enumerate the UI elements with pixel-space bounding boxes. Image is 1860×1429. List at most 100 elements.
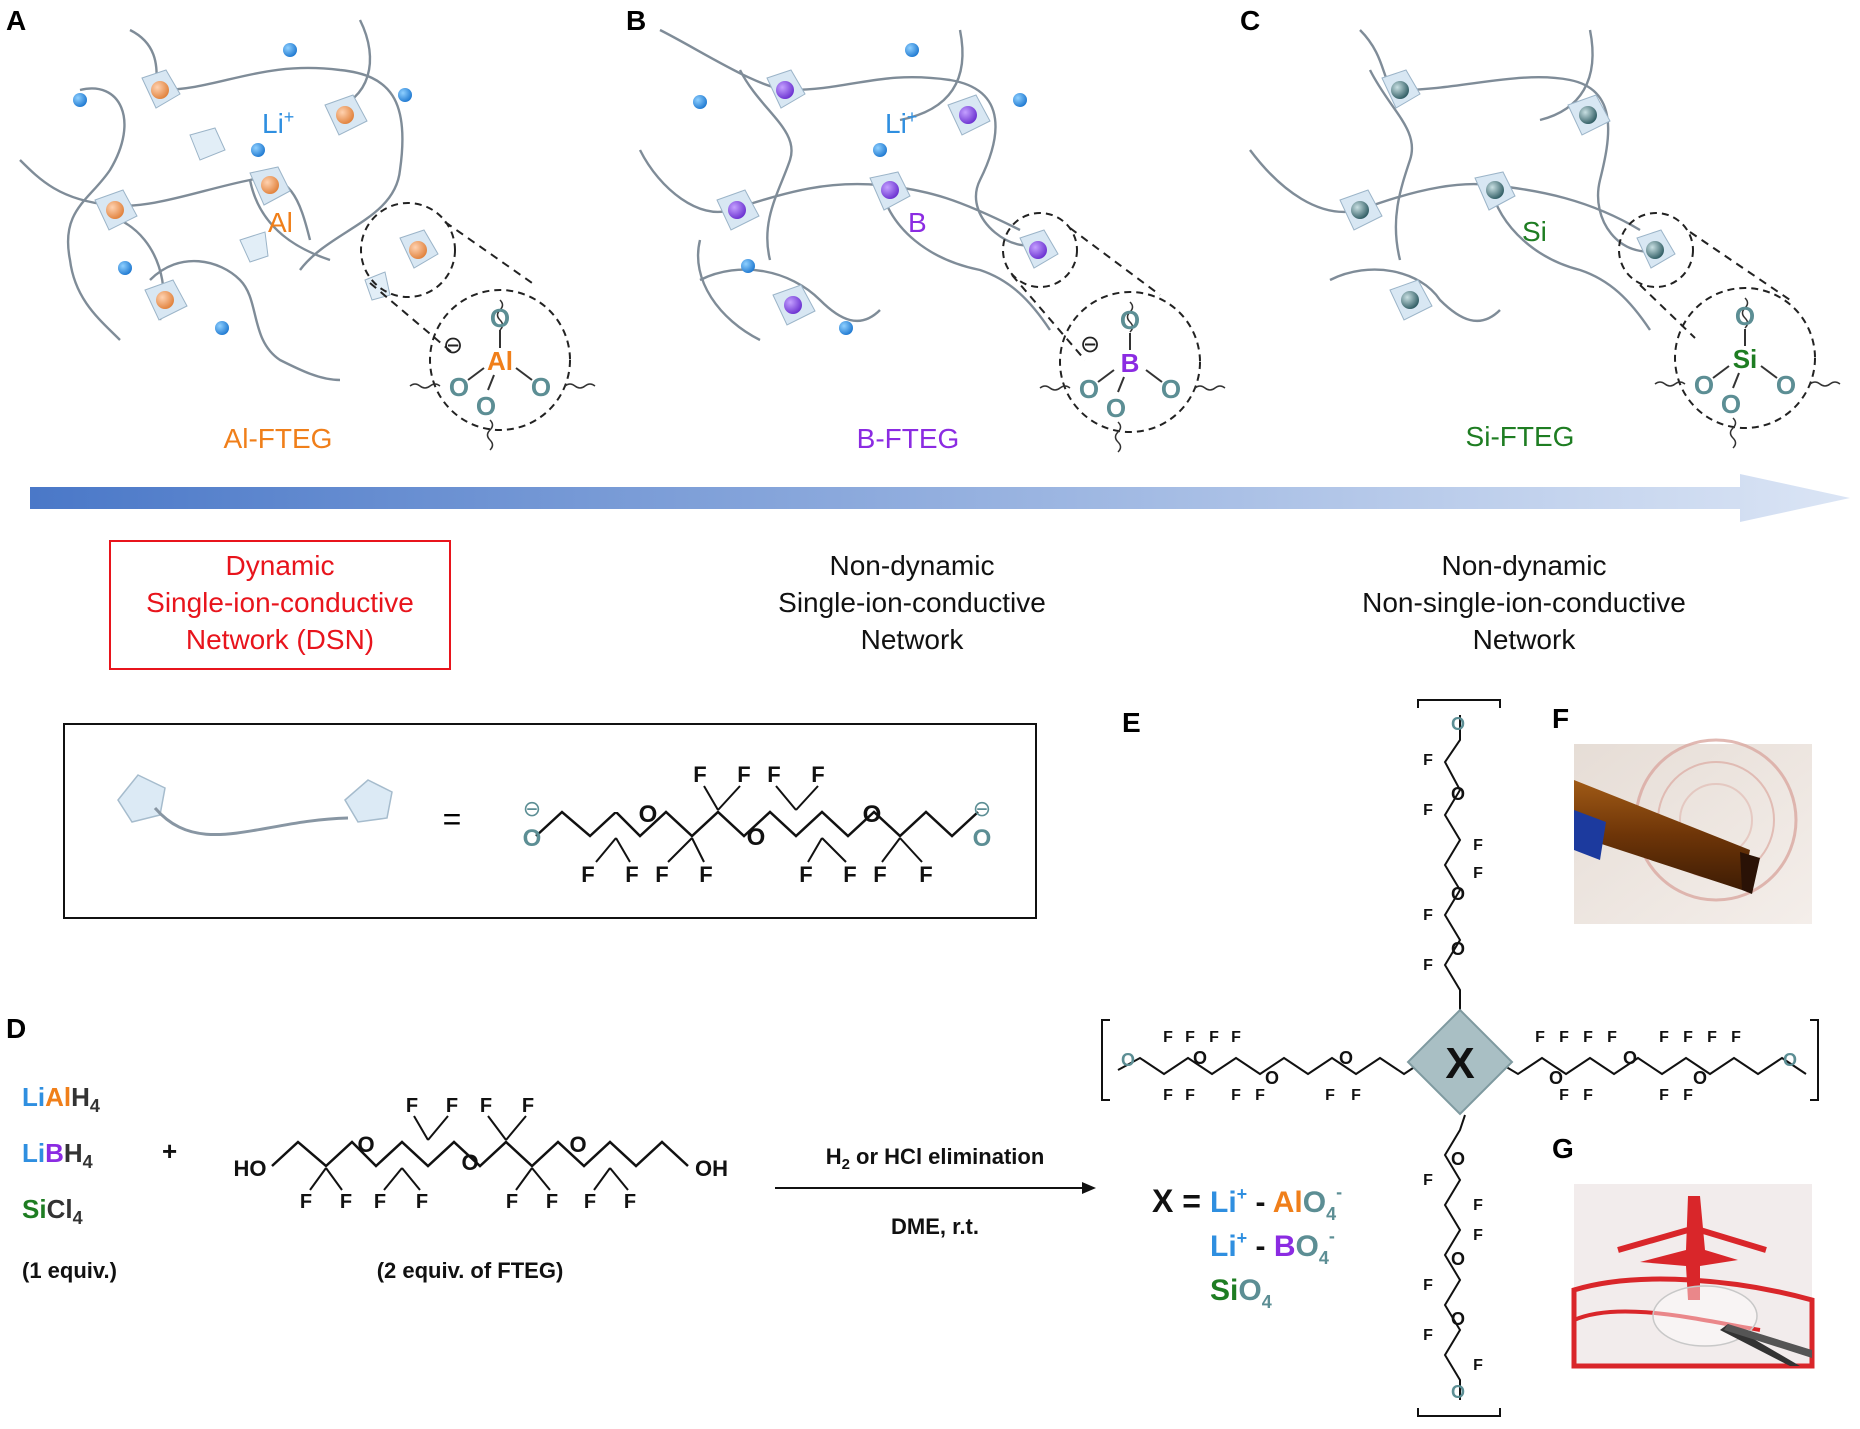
svg-text:O: O [1079,374,1099,404]
definition-lialo4: Li+ - AlO4- [1210,1182,1342,1224]
definition-sio4: SiO4 [1210,1274,1272,1312]
svg-text:F: F [1473,837,1483,854]
metal-nodes [1339,69,1676,321]
svg-text:O: O [1451,1382,1465,1402]
svg-text:Non-dynamic: Non-dynamic [830,550,995,581]
plus-sign: + [162,1136,177,1166]
svg-text:F: F [1209,1029,1219,1046]
polymer-chains [19,19,404,382]
svg-text:F: F [1423,802,1433,819]
zoom-line [1011,274,1086,361]
svg-text:F: F [1535,1029,1545,1046]
si-node [1636,229,1676,269]
svg-text:Single-ion-conductive: Single-ion-conductive [146,587,414,618]
reagent-list: LiAlH4 LiBH4 SiCl4 [22,1082,100,1228]
al-node [144,279,188,321]
svg-text:F: F [873,862,886,887]
svg-text:Network (DSN): Network (DSN) [186,624,374,655]
li-ion-label: Li+ [885,107,917,139]
svg-text:O: O [461,1150,478,1175]
reaction-arrowhead [1082,1182,1096,1194]
network-name: B-FTEG [857,423,960,454]
svg-text:O: O [1121,1050,1135,1070]
svg-text:F: F [1423,957,1433,974]
panel-label-e: E [1122,707,1141,738]
svg-text:Non-single-ion-conductive: Non-single-ion-conductive [1362,587,1686,618]
reagent-libh4: LiBH4 [22,1138,93,1172]
reagent-equiv: (1 equiv.) [22,1258,117,1283]
si-node [1381,69,1421,109]
negative-charge-icon: ⊖ [523,796,541,821]
zoom-circle-large [1674,287,1816,429]
network-name: Al-FTEG [224,423,333,454]
svg-text:F: F [374,1191,386,1213]
svg-text:Network: Network [861,624,965,655]
li-ion-label: Li+ [262,107,294,139]
element-label: B [908,207,927,238]
zoom-line [1689,231,1791,301]
svg-text:O: O [490,303,510,333]
panel-label-d: D [6,1013,26,1044]
svg-text:O: O [1693,1068,1707,1088]
svg-text:F: F [522,1095,534,1117]
svg-text:F: F [1231,1087,1241,1104]
svg-text:F: F [340,1191,352,1213]
panel-label-f: F [1552,703,1569,734]
zoom-circle-small [360,202,456,298]
al-node [324,94,368,136]
svg-text:O: O [569,1132,586,1157]
svg-text:O: O [1721,389,1741,419]
svg-text:F: F [1559,1087,1569,1104]
svg-text:O: O [1776,370,1796,400]
svg-text:F: F [1473,1357,1483,1374]
network-b: Li+ B O O O O B ⊖ B-FTEG [638,28,1226,454]
reagent-lialh4: LiAlH4 [22,1082,100,1116]
conditions-top: H2 or HCl elimination [826,1144,1045,1173]
equals-sign: = [443,801,462,837]
description-a: Dynamic Single-ion-conductive Network (D… [146,550,414,655]
svg-text:F: F [1185,1029,1195,1046]
svg-text:F: F [1325,1087,1335,1104]
svg-text:F: F [799,862,812,887]
svg-text:F: F [1559,1029,1569,1046]
svg-text:O: O [1623,1048,1637,1068]
svg-text:Dynamic: Dynamic [226,550,335,581]
svg-text:O: O [973,825,992,852]
svg-text:O: O [1451,939,1465,959]
dsn-highlight-box [109,540,451,670]
svg-text:F: F [655,862,668,887]
svg-text:F: F [1473,865,1483,882]
element-label: Al [268,207,293,238]
svg-text:F: F [1423,907,1433,924]
negative-charge-icon: ⊖ [1080,331,1100,358]
svg-text:O: O [531,372,551,402]
metal-nodes [94,69,439,321]
svg-text:F: F [767,762,780,787]
panel-label-b: B [626,5,646,36]
svg-text:F: F [693,762,706,787]
b-node [766,69,806,109]
svg-text:F: F [1683,1029,1693,1046]
si-node [1474,171,1516,211]
svg-text:F: F [1707,1029,1717,1046]
svg-text:F: F [737,762,750,787]
photo-g-film [1571,1184,1815,1369]
svg-text:F: F [546,1191,558,1213]
zoom-line [369,282,456,356]
svg-text:O: O [1161,374,1181,404]
panel-label-g: G [1552,1133,1574,1164]
al-node [141,69,181,109]
si-node [1389,279,1433,321]
linker-cartoon [117,774,393,837]
svg-text:F: F [1423,1277,1433,1294]
svg-text:F: F [406,1095,418,1117]
al-node [249,166,291,206]
svg-text:F: F [699,862,712,887]
svg-text:O: O [1451,784,1465,804]
svg-text:O: O [1451,1309,1465,1329]
svg-text:F: F [416,1191,428,1213]
svg-text:F: F [581,862,594,887]
b-node [716,189,760,231]
svg-text:F: F [300,1191,312,1213]
